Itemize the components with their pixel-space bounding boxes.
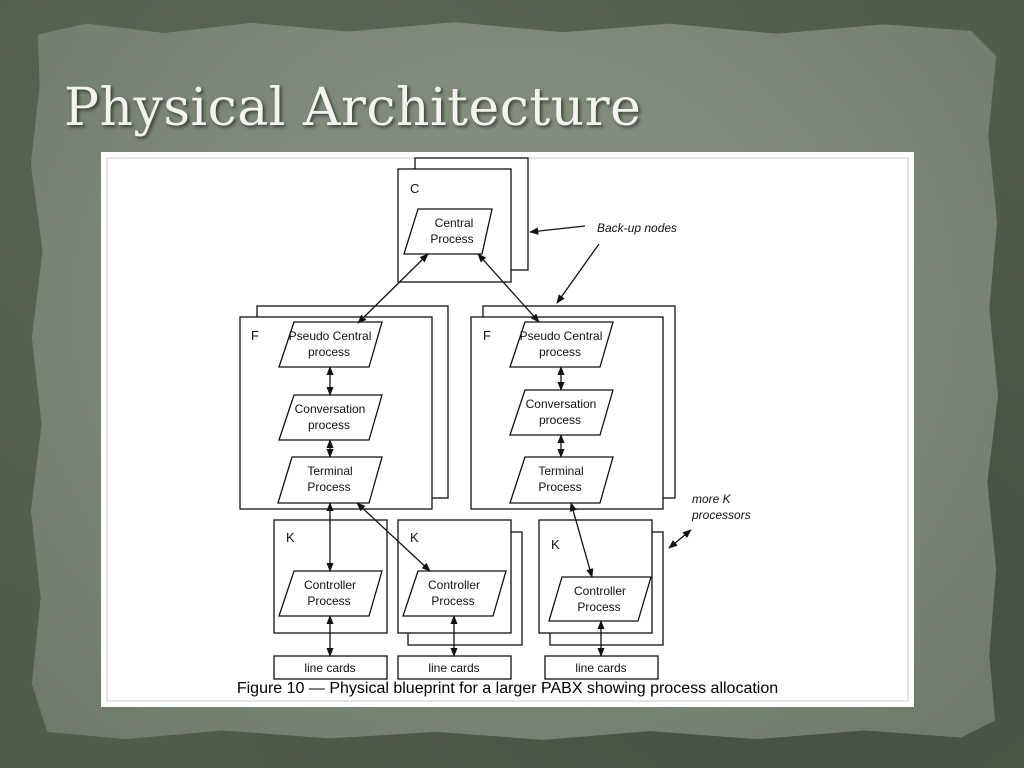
f-right-pseudo-central-shape <box>509 321 614 368</box>
k3-proc-line1: Controller <box>574 584 626 598</box>
central-process-line1: Central <box>435 216 474 230</box>
k1-proc-line1: Controller <box>304 578 356 592</box>
f-right-node-label: F <box>483 328 491 343</box>
connectors <box>326 225 692 657</box>
f-right-conversation-shape <box>509 389 614 436</box>
link-f-right-term-k3 <box>569 502 594 578</box>
f-right-pseudo-line2: process <box>539 345 581 359</box>
k1-node-label: K <box>286 530 295 545</box>
k2-controller-shape <box>402 570 507 617</box>
backup-nodes-annotation: Back-up nodes <box>597 221 677 235</box>
f-left-conv-line2: process <box>308 418 350 432</box>
k1-line-cards: line cards <box>304 661 355 675</box>
k3-line-cards: line cards <box>575 661 626 675</box>
link-central-to-f-right <box>477 253 540 323</box>
k2-proc-line2: Process <box>431 594 474 608</box>
architecture-diagram: C Central Process F Pseudo Central proce… <box>106 157 909 702</box>
central-process-line2: Process <box>430 232 473 246</box>
f-right-conv-line2: process <box>539 413 581 427</box>
more-k-annotation-line2: processors <box>691 508 751 522</box>
f-right-terminal-shape <box>509 456 614 504</box>
k-node-2: K Controller Process line cards <box>397 519 523 680</box>
more-k-annotation-line1: more K <box>692 492 732 506</box>
k1-controller-shape <box>278 570 383 617</box>
backup-arrow-central <box>529 225 586 235</box>
k-node-3: K Controller Process line cards <box>538 519 664 680</box>
link-f-left-term-k2 <box>356 502 431 572</box>
f-left-pseudo-central-shape <box>278 321 383 368</box>
f-right-term-line2: Process <box>538 480 581 494</box>
k3-node-label: K <box>551 537 560 552</box>
k3-controller-shape <box>548 576 652 622</box>
f-right-conv-line1: Conversation <box>526 397 597 411</box>
k3-proc-line2: Process <box>577 600 620 614</box>
k1-proc-line2: Process <box>307 594 350 608</box>
f-left-term-line2: Process <box>307 480 350 494</box>
f-right-term-line1: Terminal <box>538 464 583 478</box>
f-left-conversation-shape <box>278 394 383 441</box>
link-central-to-f-left <box>357 253 429 324</box>
f-right-node: F Pseudo Central process Conversation pr… <box>470 305 676 510</box>
figure-caption: Figure 10 — Physical blueprint for a lar… <box>236 680 779 697</box>
k2-node-label: K <box>410 530 419 545</box>
k2-proc-line1: Controller <box>428 578 480 592</box>
f-right-pseudo-line1: Pseudo Central <box>520 329 603 343</box>
f-left-pseudo-line2: process <box>308 345 350 359</box>
f-left-node: F Pseudo Central process Conversation pr… <box>239 305 449 510</box>
backup-arrow-f-right <box>556 243 600 304</box>
f-left-pseudo-line1: Pseudo Central <box>289 329 372 343</box>
more-k-arrow <box>668 529 692 549</box>
f-left-conv-line1: Conversation <box>295 402 366 416</box>
k2-line-cards: line cards <box>428 661 479 675</box>
f-left-term-line1: Terminal <box>307 464 352 478</box>
f-left-node-label: F <box>251 328 259 343</box>
central-node: C Central Process <box>397 157 529 283</box>
slide-title: Physical Architecture <box>64 78 642 138</box>
architecture-figure: C Central Process F Pseudo Central proce… <box>101 152 914 707</box>
central-node-label: C <box>410 181 419 196</box>
